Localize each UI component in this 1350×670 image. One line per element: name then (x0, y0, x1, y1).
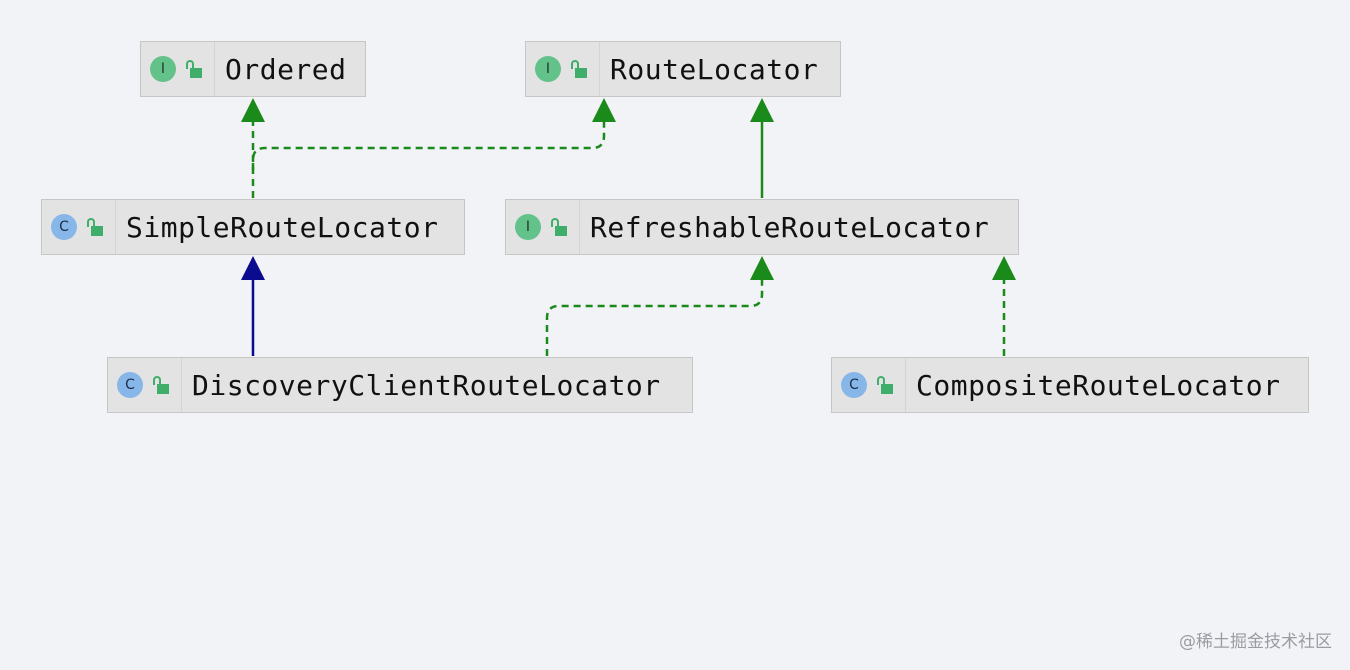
node-ordered[interactable]: I Ordered (140, 41, 366, 97)
node-icons: I (506, 200, 580, 254)
class-icon: C (841, 372, 867, 398)
edge-simple-to-route-locator (251, 120, 606, 170)
class-icon: C (117, 372, 143, 398)
node-label: CompositeRouteLocator (916, 368, 1281, 402)
unlocked-icon (550, 217, 568, 237)
arrowhead-route-locator-right (750, 98, 774, 122)
node-icons: C (42, 200, 116, 254)
node-refreshable-route-locator[interactable]: I RefreshableRouteLocator (505, 199, 1019, 255)
edge-discovery-to-refreshable (545, 278, 764, 356)
node-label: RefreshableRouteLocator (590, 210, 990, 244)
node-icons: C (108, 358, 182, 412)
node-icons: I (526, 42, 600, 96)
node-label: DiscoveryClientRouteLocator (192, 368, 661, 402)
node-route-locator[interactable]: I RouteLocator (525, 41, 841, 97)
interface-icon: I (150, 56, 176, 82)
node-simple-route-locator[interactable]: C SimpleRouteLocator (41, 199, 465, 255)
interface-icon: I (535, 56, 561, 82)
unlocked-icon (86, 217, 104, 237)
node-discovery-client-route-locator[interactable]: C DiscoveryClientRouteLocator (107, 357, 693, 413)
unlocked-icon (570, 59, 588, 79)
node-label: Ordered (225, 52, 347, 86)
unlocked-icon (185, 59, 203, 79)
node-icons: I (141, 42, 215, 96)
node-label: RouteLocator (610, 52, 819, 86)
class-icon: C (51, 214, 77, 240)
watermark: @稀土掘金技术社区 (1179, 632, 1332, 652)
arrowhead-simple (241, 256, 265, 280)
arrowhead-refreshable-left (750, 256, 774, 280)
node-composite-route-locator[interactable]: C CompositeRouteLocator (831, 357, 1309, 413)
node-label: SimpleRouteLocator (126, 210, 439, 244)
unlocked-icon (876, 375, 894, 395)
unlocked-icon (152, 375, 170, 395)
interface-icon: I (515, 214, 541, 240)
arrowhead-route-locator-left (592, 98, 616, 122)
arrowhead-ordered (241, 98, 265, 122)
arrowhead-refreshable-right (992, 256, 1016, 280)
node-icons: C (832, 358, 906, 412)
